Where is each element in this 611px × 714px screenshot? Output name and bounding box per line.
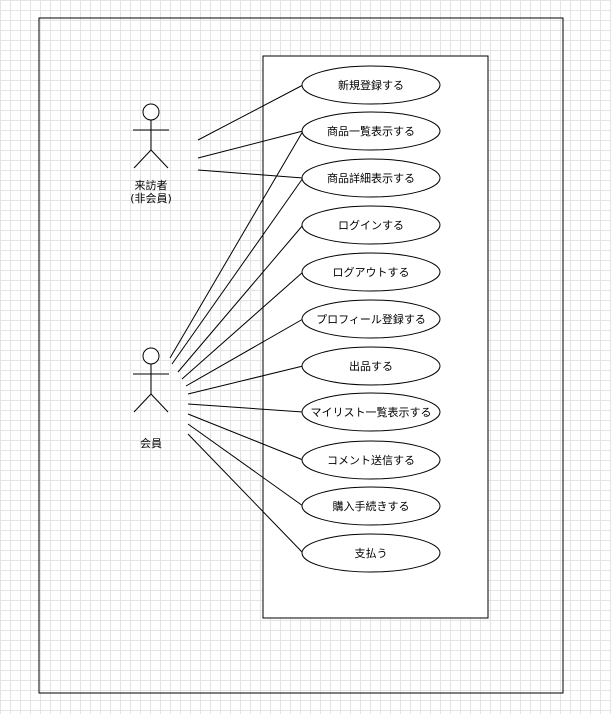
- use-case-label: 購入手続きする: [333, 499, 410, 513]
- association-visitor-use-case-1: [197, 84, 304, 141]
- actor-visitor-label-line1: 来訪者: [135, 178, 168, 192]
- association-member-use-case-5: [181, 271, 304, 380]
- actor-member-left-leg: [133, 393, 152, 413]
- use-case-ellipse: [301, 252, 441, 292]
- use-case-2: 商品一覧表示する: [301, 111, 441, 151]
- use-case-ellipse: [301, 158, 441, 198]
- actor-visitor-head: [142, 103, 160, 121]
- association-member-use-case-3: [171, 177, 304, 365]
- use-case-label: 支払う: [355, 546, 388, 560]
- association-member-use-case-9: [187, 413, 304, 461]
- use-case-7: 出品する: [301, 346, 441, 386]
- actor-member: 会員: [133, 347, 169, 450]
- actor-visitor-left-leg: [133, 149, 152, 169]
- use-case-label: マイリスト一覧表示する: [311, 405, 432, 419]
- use-case-label: 新規登録する: [338, 78, 404, 92]
- association-member-use-case-7: [187, 365, 304, 395]
- actor-member-head: [142, 347, 160, 365]
- use-case-11: 支払う: [301, 533, 441, 573]
- use-case-label: ログアウトする: [333, 265, 410, 279]
- use-case-ellipse: [301, 65, 441, 105]
- use-case-6: プロフィール登録する: [301, 299, 441, 339]
- actor-visitor: 来訪者 (非会員): [130, 103, 172, 205]
- use-case-label: プロフィール登録する: [316, 312, 426, 326]
- use-case-label: 商品一覧表示する: [327, 124, 415, 138]
- association-visitor-use-case-3: [197, 169, 304, 179]
- use-case-4: ログインする: [301, 205, 441, 245]
- outer-frame: [38, 17, 564, 694]
- use-case-5: ログアウトする: [301, 252, 441, 292]
- use-case-ellipse: [301, 392, 441, 432]
- use-case-9: コメント送信する: [301, 440, 441, 480]
- association-member-use-case-8: [187, 403, 304, 413]
- association-member-use-case-4: [177, 224, 304, 373]
- actor-visitor-right-leg: [150, 149, 169, 169]
- association-member-use-case-6: [185, 318, 304, 387]
- association-visitor-use-case-2: [197, 130, 304, 159]
- use-case-ellipse: [301, 299, 441, 339]
- association-member-use-case-10: [187, 423, 304, 507]
- use-case-label: ログインする: [338, 218, 404, 232]
- use-case-ellipse: [301, 205, 441, 245]
- use-case-3: 商品詳細表示する: [301, 158, 441, 198]
- association-lines: [169, 84, 304, 554]
- use-case-label: コメント送信する: [327, 453, 415, 467]
- use-case-ellipse: [301, 440, 441, 480]
- use-case-label: 商品詳細表示する: [327, 171, 415, 185]
- use-case-ellipse: [301, 533, 441, 573]
- use-case-1: 新規登録する: [301, 65, 441, 105]
- use-case-ellipse: [301, 486, 441, 526]
- use-case-label: 出品する: [349, 359, 393, 373]
- use-case-10: 購入手続きする: [301, 486, 441, 526]
- association-member-use-case-11: [187, 433, 304, 554]
- actor-member-label: 会員: [140, 437, 162, 450]
- association-member-use-case-2: [169, 130, 304, 359]
- use-case-ellipse: [301, 346, 441, 386]
- use-case-ellipse: [301, 111, 441, 151]
- use-case-8: マイリスト一覧表示する: [301, 392, 441, 432]
- actor-visitor-label-line2: (非会員): [130, 192, 172, 205]
- actor-member-right-leg: [150, 393, 169, 413]
